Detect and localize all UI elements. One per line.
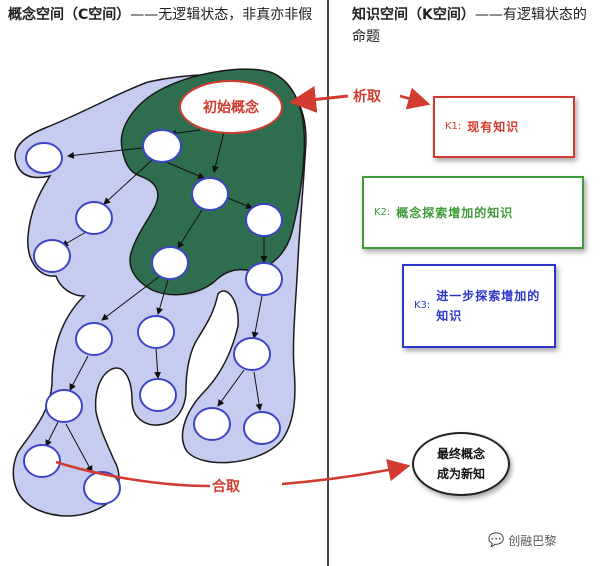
watermark: 💬 创融巴黎 [488,532,556,549]
knowledge-box-k2: K2: 概念探索增加的知识 [362,176,584,249]
tree-edge [103,159,153,205]
wechat-icon: 💬 [488,533,505,548]
tree-edge [69,355,89,391]
tree-edge [101,275,161,321]
tree-edge [177,209,203,249]
space-divider [327,0,329,566]
k3-id: K3: [414,300,431,311]
concept-node [151,246,189,280]
k3-text: 进一步探索增加的知识 [436,289,541,323]
concept-node [75,201,113,235]
synthetic-arrow-right [281,459,411,486]
tree-edge [165,161,205,179]
watermark-text: 创融巴黎 [508,534,557,548]
final-concept-line1: 最终概念 [436,447,485,461]
tree-edge [217,369,245,407]
k2-id: K2: [374,206,391,218]
concept-tree-edges [45,129,268,473]
initial-concept-label: 初始概念 [203,100,259,116]
concept-space-subtitle: ——无逻辑状态，非真亦非假 [130,7,313,23]
tree-edge [154,347,162,379]
concept-node [137,315,175,349]
knowledge-box-k3: K3: 进一步探索增加的知识 [402,264,556,348]
concept-node [139,378,177,412]
tree-edge [156,279,169,315]
k1-id: K1: [445,121,462,132]
concept-nodes [23,129,283,505]
concept-node [45,389,83,423]
synthetic-arrow-left [55,460,211,488]
concept-node [243,411,281,445]
concept-node [142,129,182,163]
tree-edge [212,131,225,173]
analytic-arrow-to-k1 [399,87,431,110]
tree-edge [251,295,263,339]
concept-node [193,407,231,441]
concept-node [75,322,113,356]
tree-edge [65,423,93,473]
concept-node [83,471,121,505]
knowledge-box-k1: K1: 现有知识 [433,96,575,158]
concept-space-title: 概念空间（C空间） [8,7,131,23]
analytic-arrow [289,86,349,113]
tree-edge [67,147,143,159]
concept-node [25,142,63,174]
tree-edge [61,231,87,247]
concept-node [23,444,61,478]
concept-space-header: 概念空间（C空间）——无逻辑状态，非真亦非假 [8,4,318,26]
concept-node [191,177,229,211]
concept-node [245,262,283,296]
knowledge-space-header: 知识空间（K空间）——有逻辑状态的命题 [352,4,592,48]
final-concept-node: 最终概念 成为新知 [412,432,510,496]
tree-edge [253,371,263,411]
final-concept-line2: 成为新知 [436,467,485,481]
tree-edge [227,197,253,209]
analytic-label: 析取 [353,89,381,105]
tree-edge [45,421,59,447]
concept-node [33,239,71,273]
concept-node [245,203,283,237]
initial-concept-node: 初始概念 [179,80,283,134]
k2-text: 概念探索增加的知识 [396,205,514,220]
knowledge-space-subtitle: ——有逻辑状态的命题 [352,7,587,45]
k1-text: 现有知识 [467,120,520,134]
concept-node [233,337,271,371]
knowledge-space-title: 知识空间（K空间） [352,7,475,23]
synthetic-label: 合取 [212,479,240,495]
